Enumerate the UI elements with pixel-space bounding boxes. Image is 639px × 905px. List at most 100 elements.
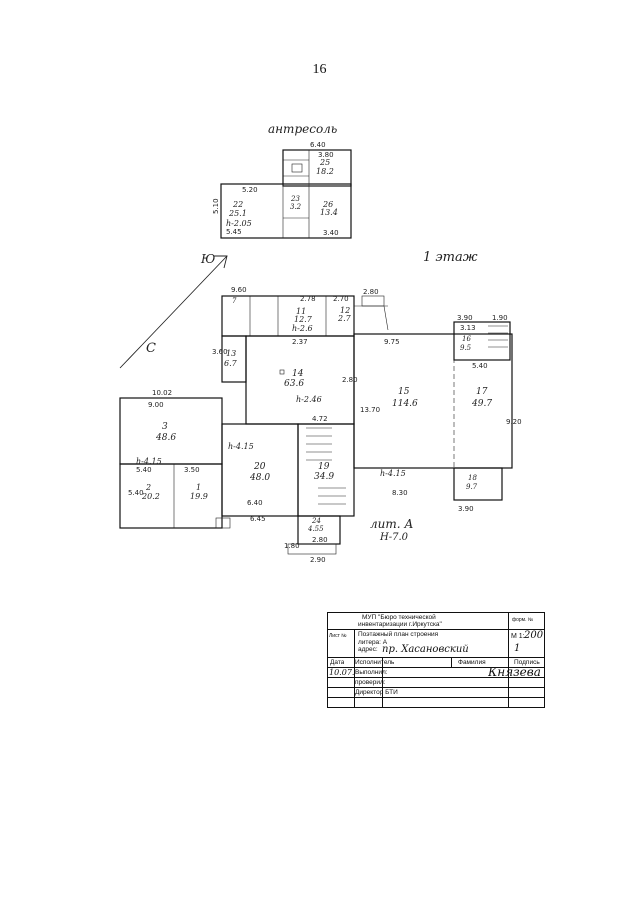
dim-label: 3.13 (460, 324, 476, 332)
title-block: МУП "Бюро технической инвентаризации г.И… (327, 612, 545, 708)
page-number: 16 (312, 62, 327, 77)
dim-label: 5.40 (136, 466, 152, 474)
room-area: 48.0 (249, 473, 270, 483)
mezzanine-plan (220, 149, 352, 239)
dim-label: 3.40 (323, 229, 339, 237)
room-area: 25.1 (228, 209, 247, 218)
date-value: 10.07. (329, 668, 355, 677)
room-area: 18.2 (316, 167, 334, 176)
room-area: 6.7 (224, 359, 238, 368)
room-area: 114.6 (392, 399, 418, 409)
dim-label: 13.70 (360, 406, 380, 414)
height-total: H-7.0 (379, 532, 409, 543)
room-area: 48.6 (155, 433, 176, 443)
address-label: адрес: (358, 646, 378, 653)
room-area: 34.9 (314, 472, 334, 482)
dim-label: 4.72 (312, 415, 328, 423)
dim-label: 3.90 (457, 314, 473, 322)
room-number: 20 (253, 462, 266, 472)
room-number: 24 (311, 517, 321, 525)
dim-label: 10.02 (152, 389, 172, 397)
dim-label: 5.10 (212, 198, 220, 214)
dim-label: 2.80 (363, 288, 379, 296)
date-label: Дата (330, 659, 345, 666)
dim-label: 5.40 (128, 489, 144, 497)
room-number: 16 (462, 335, 471, 343)
room-height: h-4.15 (228, 442, 254, 451)
compass-north: С (146, 341, 156, 356)
room-height: h-2.6 (292, 324, 313, 333)
dim-label: 5.40 (472, 362, 488, 370)
surname-label: Фамилия (458, 659, 486, 666)
room-area: 20.2 (141, 492, 160, 501)
room-number: 25 (319, 158, 330, 167)
room-number: 7 (232, 297, 237, 305)
room-number: 1 (196, 483, 201, 492)
scale-value: 200 (524, 630, 544, 641)
org-line-1: МУП "Бюро технической (362, 614, 436, 621)
room-number: 26 (322, 200, 333, 209)
dim-label: 6.40 (247, 499, 263, 507)
dim-label: 9.60 (231, 286, 247, 294)
plan-title-line2: литера: А (358, 639, 388, 646)
dim-label: 8.30 (392, 489, 408, 497)
executor-role: Выполнил: (355, 669, 388, 676)
form-code: форм. № (512, 617, 534, 623)
room-number: 13 (226, 349, 236, 358)
first-floor-plan (119, 295, 513, 555)
room-area: 9.7 (466, 483, 478, 491)
dim-label: 5.20 (242, 186, 258, 194)
plan-title-line1: Поэтажный план строения (358, 631, 439, 638)
room-height: h-2.05 (226, 219, 252, 228)
room-height: h-2.46 (296, 395, 322, 404)
dim-label: 9.75 (384, 338, 400, 346)
dim-label: 9.20 (506, 418, 522, 426)
org-line-2: инвентаризации г.Иркутска" (358, 621, 442, 628)
dim-label: 6.45 (250, 515, 266, 523)
room-number: 14 (292, 369, 304, 379)
room-number: 23 (290, 195, 300, 203)
dim-label: 2.90 (310, 556, 326, 564)
signature-label: Подпись (514, 659, 540, 666)
liter-label: лит. А (370, 517, 413, 531)
dim-label: 2.80 (342, 376, 358, 384)
room-area: 4.55 (307, 525, 324, 533)
room-area: 9.5 (460, 344, 472, 352)
dim-label: 2.37 (292, 338, 308, 346)
room-number: 18 (468, 474, 477, 482)
executor-label: Исполнитель (355, 659, 395, 666)
sheet-label: Лист № (329, 633, 347, 639)
compass-south: Ю (200, 252, 215, 266)
room-number: 17 (476, 387, 488, 397)
room-number: 15 (398, 387, 410, 397)
dim-label: 2.80 (312, 536, 328, 544)
room-number: 3 (162, 422, 168, 432)
director-label: Директор БТИ (355, 689, 398, 696)
scale-label: М 1: (511, 633, 525, 640)
dim-label: 1.80 (284, 542, 300, 550)
room-height: h-4.15 (380, 469, 406, 478)
dim-label: 3.60 (212, 348, 228, 356)
room-area: 3.2 (290, 203, 302, 211)
compass-arrow (119, 255, 228, 369)
room-number: 12 (340, 306, 350, 315)
room-height: h-4.15 (136, 457, 162, 466)
room-area: 2.7 (337, 314, 352, 323)
dim-label: 3.80 (318, 151, 334, 159)
dim-label: 1.90 (492, 314, 508, 322)
floor-label: 1 этаж (423, 250, 478, 265)
dim-label: 2.70 (333, 295, 349, 303)
checked-label: проверил: (355, 679, 386, 686)
dim-label: 2.78 (300, 295, 316, 303)
room-area: 49.7 (471, 399, 492, 409)
room-area: 19.9 (190, 492, 208, 501)
room-number: 19 (318, 462, 330, 472)
sheet-value: 1 (514, 643, 521, 654)
room-number: 11 (296, 307, 306, 316)
dim-label: 3.90 (458, 505, 474, 513)
dim-label: 3.50 (184, 466, 200, 474)
room-area: 13.4 (320, 208, 338, 217)
address-value: пр. Хасановский (382, 644, 469, 655)
room-number: 2 (145, 483, 151, 492)
